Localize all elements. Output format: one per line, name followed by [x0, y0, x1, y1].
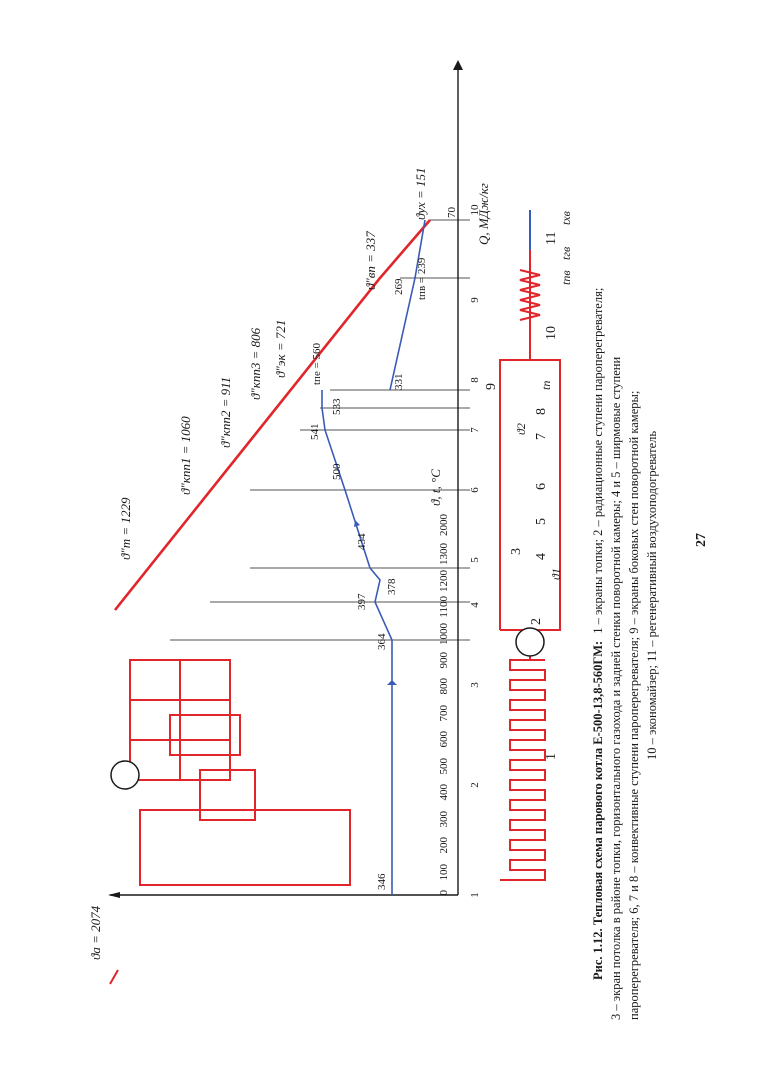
boiler-sketch — [129, 659, 351, 886]
y-tick-0: 0 — [438, 890, 450, 896]
y-tick-1000: 1000 — [438, 623, 450, 646]
y-tick-1300: 1300 — [438, 543, 450, 566]
sv-397: 397 — [356, 593, 368, 610]
gas-label-tt: ϑ″т = 1229 — [118, 497, 133, 560]
scheme-num-11: 11 — [544, 232, 559, 245]
x-tick-8: 8 — [469, 377, 481, 383]
scheme-num-5: 5 — [534, 518, 549, 525]
caption-line-1: 1 – экраны топки; 2 – радиационные ступе… — [591, 288, 605, 634]
y-axis-arrow-icon — [453, 60, 463, 70]
caption-line-2: 3 – экран потолка в районе топки, горизо… — [609, 357, 623, 1020]
y-tick-200: 200 — [438, 837, 450, 854]
gas-labels: ϑa = 2074 ϑ″т = 1229 ϑ″кпп1 = 1060 ϑ″кпп… — [88, 167, 428, 960]
scheme-num-9: 9 — [484, 383, 499, 390]
y-tick-300: 300 — [438, 811, 450, 828]
scheme-label-tp: tп — [539, 381, 553, 390]
page-number-rotated: 27 — [694, 533, 709, 547]
scheme-num-6: 6 — [534, 483, 549, 490]
scheme-num-1: 1 — [544, 753, 559, 760]
gas-temperature-line — [113, 219, 431, 611]
scheme-labels: ϑ1 ϑ2 tп tпв tгв tхв — [514, 211, 573, 580]
gas-label-kpp3: ϑ″кпп3 = 806 — [248, 327, 263, 400]
x-tick-7: 7 — [469, 427, 481, 433]
sv-70: 70 — [446, 207, 458, 219]
scheme-num-4: 4 — [534, 553, 549, 560]
x-tick-6: 6 — [469, 487, 481, 493]
water-temperature-line — [389, 219, 426, 391]
y-tick-500: 500 — [438, 758, 450, 775]
scheme-num-8: 8 — [534, 408, 549, 415]
x-tick-10: 10 — [469, 204, 481, 216]
x-tick-5: 5 — [469, 557, 481, 563]
axes — [110, 70, 459, 896]
sv-434: 434 — [356, 533, 368, 550]
y-tick-2000: 2000 — [438, 514, 450, 537]
gas-label-ux: ϑух = 151 — [413, 167, 428, 220]
scheme-label-tgv: tгв — [559, 247, 573, 260]
caption: Рис. 1.12. Тепловая схема парового котла… — [591, 288, 659, 1020]
scheme-drum-icon — [515, 627, 545, 657]
scheme-label-t1: ϑ1 — [549, 568, 563, 580]
y-tick-900: 900 — [438, 652, 450, 669]
y-tick-400: 400 — [438, 784, 450, 801]
scheme-num-7: 7 — [534, 433, 549, 440]
gas-label-kpp2: ϑ″кпп2 = 911 — [218, 377, 233, 448]
sv-239: tпв = 239 — [416, 257, 428, 300]
scheme-num-10: 10 — [544, 326, 559, 340]
drum-icon — [110, 760, 140, 790]
x-tick-4: 4 — [469, 602, 481, 608]
sv-269: 269 — [393, 278, 405, 295]
x-ticks: 1 2 3 4 5 6 7 8 9 10 — [469, 204, 481, 898]
sv-346: 346 — [376, 873, 388, 890]
steam-arrow-icon-2 — [354, 520, 360, 527]
y-tick-700: 700 — [438, 705, 450, 722]
x-axis-arrow-icon — [108, 892, 120, 898]
scheme-numbers: 1 2 3 4 5 6 7 8 9 10 11 — [484, 232, 559, 760]
caption-bold: Рис. 1.12. Тепловая схема парового котла… — [591, 641, 605, 980]
caption-line-3: пароперегревателя; 6, 7 и 8 – конвективн… — [627, 391, 641, 1020]
gas-start-mark — [109, 969, 119, 985]
x-axis-label: Q, МДж/кг — [476, 183, 491, 245]
y-tick-1200: 1200 — [438, 570, 450, 593]
scheme-num-3: 3 — [509, 548, 524, 555]
gas-label-vp: ϑ″вп = 337 — [363, 231, 378, 290]
gas-label-ek: ϑ″эк = 721 — [273, 320, 288, 378]
steam-values: 346 364 397 378 434 500 541 533 tпе = 56… — [309, 207, 458, 891]
sv-500: 500 — [331, 463, 343, 480]
y-tick-100: 100 — [438, 864, 450, 881]
svg-text:Рис. 1.12. Тепловая схема паро: Рис. 1.12. Тепловая схема парового котла… — [591, 288, 605, 980]
gas-label-ta: ϑa = 2074 — [88, 905, 103, 960]
y-tick-600: 600 — [438, 731, 450, 748]
x-tick-3: 3 — [469, 682, 481, 688]
y-ticks: 0 100 200 300 400 500 600 700 800 900 10… — [438, 514, 450, 896]
steam-temperature-line — [321, 390, 393, 895]
x-tick-9: 9 — [469, 297, 481, 303]
sv-331: 331 — [393, 374, 405, 391]
gas-label-kpp1: ϑ″кпп1 = 1060 — [178, 416, 193, 495]
stage-dividers — [170, 219, 470, 641]
scheme-label-txv: tхв — [559, 211, 573, 225]
sv-560: tпе = 560 — [311, 342, 323, 385]
scheme-label-t2: ϑ2 — [514, 423, 528, 435]
sv-378: 378 — [386, 578, 398, 595]
scheme-label-tpv: tпв — [559, 270, 573, 285]
y-tick-800: 800 — [438, 678, 450, 695]
caption-line-4: 10 – экономайзер; 11 – регенеративный во… — [645, 431, 659, 760]
y-axis-label: ϑ, t, °C — [428, 469, 443, 506]
x-tick-1: 1 — [469, 892, 481, 898]
sv-541: 541 — [309, 424, 321, 441]
scheme-num-2: 2 — [529, 618, 544, 625]
x-tick-2: 2 — [469, 782, 481, 788]
steam-arrow-icon — [387, 680, 397, 685]
y-tick-1100: 1100 — [438, 596, 450, 618]
heat-scheme — [499, 250, 561, 881]
sv-364: 364 — [376, 633, 388, 650]
sv-533: 533 — [331, 398, 343, 415]
